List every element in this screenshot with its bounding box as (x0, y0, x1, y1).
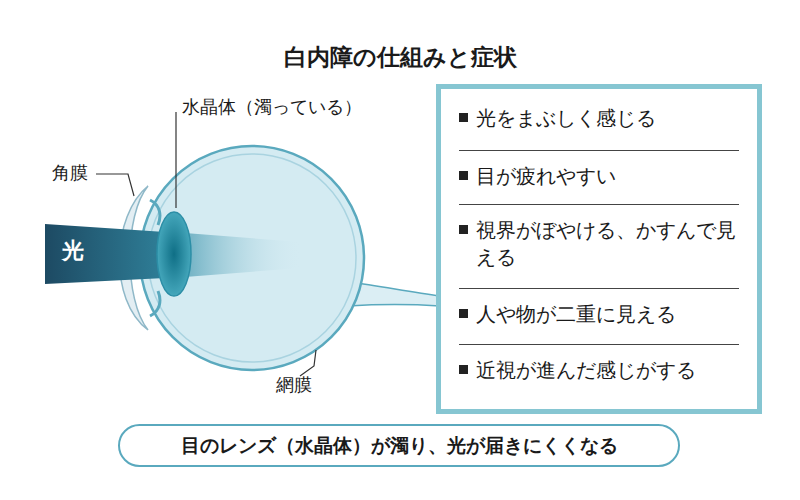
bullet-square (459, 171, 468, 180)
symptom-text: 人や物が二重に見える (476, 301, 676, 328)
symptom-item: 視界がぼやける、かすんで見える (459, 205, 739, 289)
summary-text: 目のレンズ（水晶体）が濁り、光が届きにくくなる (134, 432, 664, 459)
symptom-text: 近視が進んだ感じがする (476, 357, 696, 384)
symptom-item: 光をまぶしく感じる (459, 93, 739, 151)
part-label: 角膜 (52, 162, 88, 184)
symptom-panel: 光をまぶしく感じる目が疲れやすい視界がぼやける、かすんで見える人や物が二重に見え… (436, 84, 762, 414)
part-label: 網膜 (276, 374, 312, 396)
leader-line (300, 350, 316, 376)
symptom-item: 人や物が二重に見える (459, 289, 739, 345)
bullet-square (459, 113, 468, 122)
title: 白内障の仕組みと症状 (284, 42, 517, 73)
part-label: 水晶体（濁っている） (182, 96, 362, 118)
symptom-text: 光をまぶしく感じる (476, 105, 656, 132)
leader-line (175, 112, 176, 208)
bullet-square (459, 365, 468, 374)
bullet-square (459, 309, 468, 318)
bullet-square (459, 225, 468, 234)
symptom-text: 視界がぼやける、かすんで見える (476, 217, 739, 271)
symptom-item: 近視が進んだ感じがする (459, 345, 739, 401)
lens (157, 212, 191, 296)
eyeball (140, 146, 364, 370)
light-beam (45, 224, 165, 284)
leader-line (96, 174, 134, 196)
symptom-text: 目が疲れやすい (476, 163, 616, 190)
retina-layer (148, 154, 356, 362)
light-label: 光 (62, 238, 84, 264)
symptom-item: 目が疲れやすい (459, 151, 739, 205)
summary-box: 目のレンズ（水晶体）が濁り、光が届きにくくなる (118, 424, 680, 467)
